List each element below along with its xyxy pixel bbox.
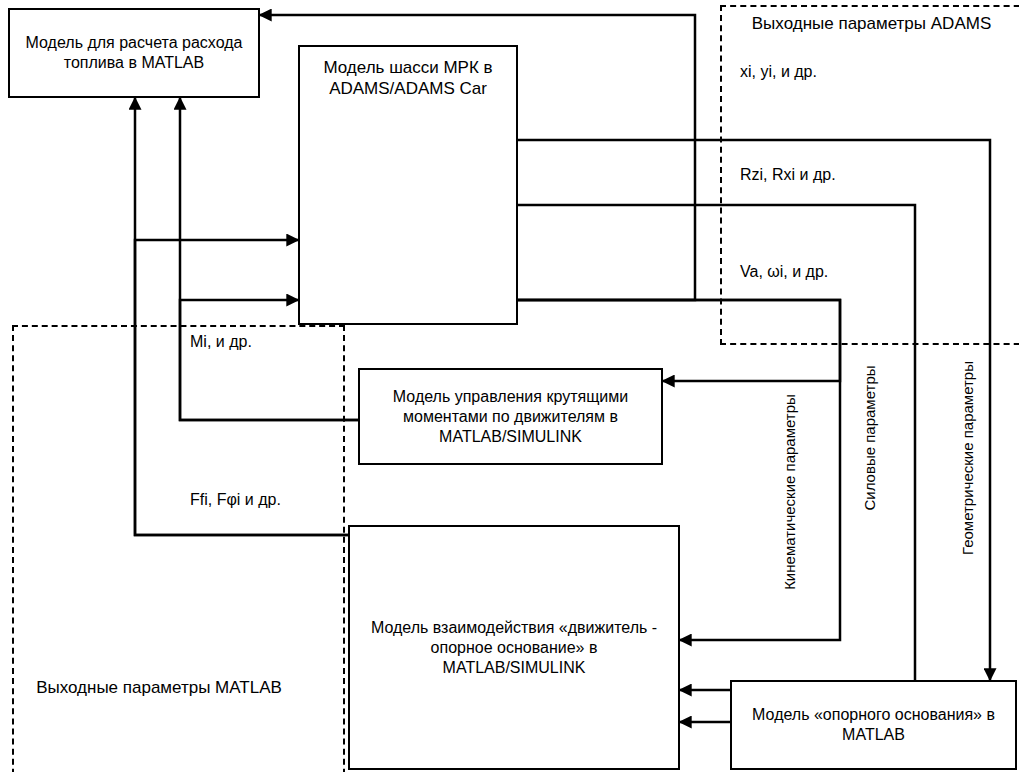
signal-name: Mi, и др. (190, 332, 252, 351)
signal-group-label: Кинематические параметры (781, 392, 799, 592)
signal-name: Rzi, Rxi и др. (740, 165, 836, 184)
signal-name: Ffi, Fφi и др. (190, 490, 281, 509)
box-label: Модель взаимодействия «движитель - опорн… (360, 618, 668, 678)
process-box: Модель для расчета расхода топлива в MAT… (8, 8, 260, 98)
signal-group-label: Геометрические параметры (959, 359, 977, 557)
connector-arrow (680, 721, 730, 724)
process-box: Модель «опорного основания» в MATLAB (730, 680, 1017, 770)
region-title: Выходные параметры ADAMS (722, 13, 1019, 34)
process-box: Модель управления крутящими моментами по… (358, 368, 663, 465)
signal-group-label: Силовые параметры (861, 363, 879, 512)
box-label: Модель шасси МРК в ADAMS/ADAMS Car (310, 57, 506, 100)
box-label: Модель «опорного основания» в MATLAB (742, 705, 1005, 745)
signal-name: Va, ωi, и др. (740, 262, 828, 281)
signal-name: xi, yi, и др. (740, 62, 817, 81)
box-label: Модель для расчета расхода топлива в MAT… (20, 33, 248, 73)
region-title: Выходные параметры MATLAB (34, 677, 284, 698)
output-region: Выходные параметры MATLAB (12, 325, 345, 772)
process-box: Модель взаимодействия «движитель - опорн… (348, 525, 680, 770)
model-box: Модель шасси МРК в ADAMS/ADAMS Car (298, 45, 518, 325)
box-label: Модель управления крутящими моментами по… (370, 387, 651, 447)
